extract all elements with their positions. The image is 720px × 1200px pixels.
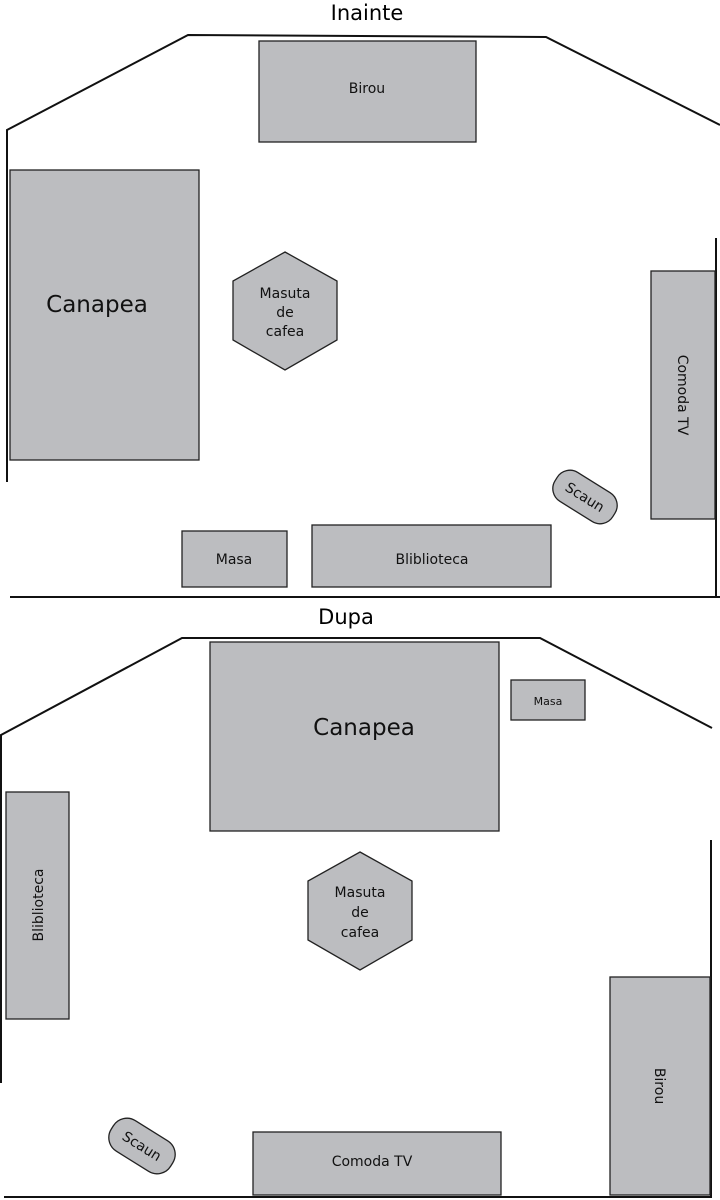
before-bookcase: Bliblioteca <box>311 524 552 588</box>
before-desk-label: Birou <box>349 81 385 97</box>
before-chair: Scaun <box>552 469 618 525</box>
before-sofa-label: Canapea <box>46 292 148 318</box>
before-desk: Birou <box>258 40 477 143</box>
after-title: Dupa <box>318 605 374 629</box>
after-coffee-table-line2: de <box>351 905 369 921</box>
after-wall-outline <box>0 637 713 1083</box>
before-title: Inainte <box>331 1 404 25</box>
before-bookcase-label: Bliblioteca <box>396 552 469 568</box>
after-bookcase-label: Bliblioteca <box>31 869 47 942</box>
before-coffee-table: Masuta de cafea <box>232 251 338 371</box>
after-table-label: Masa <box>534 695 563 708</box>
before-tv-dresser: Comoda TV <box>650 270 716 520</box>
after-tv-dresser: Comoda TV <box>252 1131 502 1196</box>
after-desk: Birou <box>609 976 711 1196</box>
before-table-label: Masa <box>216 552 253 568</box>
after-desk-label: Birou <box>651 1068 667 1104</box>
before-table: Masa <box>181 530 288 588</box>
after-table: Masa <box>510 679 586 721</box>
after-chair: Scaun <box>108 1117 176 1175</box>
before-walls <box>6 33 720 598</box>
after-walls <box>0 637 713 1198</box>
after-coffee-table-line3: cafea <box>341 925 379 941</box>
after-bookcase: Bliblioteca <box>5 791 70 1020</box>
before-tv-dresser-label: Comoda TV <box>674 355 690 436</box>
before-coffee-table-line2: de <box>276 305 294 321</box>
before-sofa: Canapea <box>9 169 200 461</box>
after-sofa-label: Canapea <box>313 715 415 741</box>
before-plan: Inainte Birou Canapea Masuta de cafea Co… <box>6 1 720 598</box>
after-coffee-table: Masuta de cafea <box>307 851 413 971</box>
after-coffee-table-line1: Masuta <box>335 885 386 901</box>
before-wall-outline <box>6 33 720 482</box>
after-plan: Dupa Canapea Masa Masuta de cafea Blibli… <box>0 605 713 1198</box>
before-coffee-table-line1: Masuta <box>260 286 311 302</box>
before-coffee-table-line3: cafea <box>266 324 304 340</box>
after-tv-dresser-label: Comoda TV <box>332 1154 413 1170</box>
after-sofa: Canapea <box>209 641 500 832</box>
